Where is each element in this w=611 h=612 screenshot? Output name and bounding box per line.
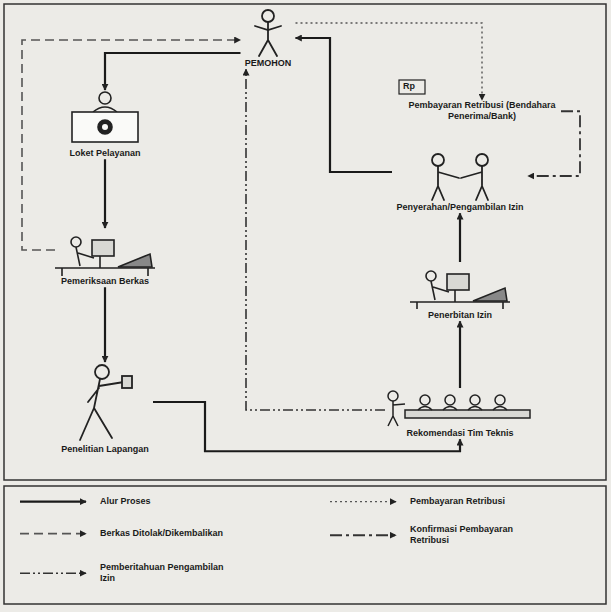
art-circle [99, 92, 111, 104]
process-step: Penerbitan Izin [410, 262, 510, 321]
art-rect [405, 410, 530, 418]
art-rect [399, 80, 425, 94]
penyerahan-figure [432, 154, 488, 200]
art-rect [4, 4, 606, 480]
art-circle [95, 365, 109, 379]
art-circle [98, 120, 112, 134]
tim-teknis-figure [388, 391, 530, 426]
flow-connector [528, 111, 580, 176]
art-circle [426, 271, 436, 281]
penerbitan-figure [410, 271, 510, 309]
pemeriksaan-figure [55, 237, 155, 276]
legend-line-sample [20, 501, 86, 503]
process-step: Penyerahan/Pengambilan Izin [392, 150, 528, 213]
art-path [99, 256, 101, 268]
flow-connector [22, 40, 241, 250]
legend-entry: Pemberitahuan Pengambilan Izin [100, 562, 230, 585]
art-rect [447, 274, 469, 290]
art-circle [262, 10, 274, 22]
legend-line-sample [20, 572, 86, 574]
art-path [454, 290, 456, 302]
step-label: Pembayaran Retribusi (Bendahara Penerima… [403, 100, 561, 123]
process-step: PEMOHON [241, 8, 296, 69]
art-rect [4, 486, 606, 604]
pemohon-figure [255, 10, 281, 56]
art-path [443, 407, 457, 411]
process-step: Pemeriksaan Berkas [55, 228, 155, 287]
art-rect [72, 112, 138, 142]
legend-line-sample [330, 534, 396, 536]
legend-text: Pemberitahuan Pengambilan Izin [100, 562, 230, 585]
flow-connector [105, 53, 241, 90]
art-path [432, 166, 459, 200]
legend-text: Berkas Ditolak/Dikembalikan [100, 528, 223, 539]
legend-entry: Pembayaran Retribusi [410, 496, 505, 507]
flow-connector [296, 38, 393, 172]
art-circle [71, 237, 81, 247]
art-polygon [473, 288, 507, 301]
art-circle [470, 395, 480, 405]
legend-entry: Berkas Ditolak/Dikembalikan [100, 528, 223, 539]
flow-connector [104, 159, 106, 228]
step-label: PEMOHON [241, 58, 296, 69]
art-circle [102, 124, 108, 130]
step-label: Penyerahan/Pengambilan Izin [392, 202, 528, 213]
legend-text: Alur Proses [100, 496, 151, 507]
flow-connector [104, 287, 106, 362]
flow-connector [246, 69, 385, 410]
art-path [410, 302, 510, 309]
legend-text: Pembayaran Retribusi [410, 496, 505, 507]
step-label: Loket Pelayanan [65, 148, 145, 159]
art-circle [495, 395, 505, 405]
legend-text: Konfirmasi Pembayaran Retribusi [410, 524, 540, 547]
art-path [418, 407, 432, 411]
art-path [80, 379, 124, 440]
art-circle [476, 154, 488, 166]
flow-connector [459, 321, 461, 388]
process-step: Loket Pelayanan [65, 90, 145, 159]
art-path [468, 407, 482, 411]
frames [4, 4, 606, 604]
step-label: Rekomendasi Tim Teknis [385, 428, 535, 439]
process-step: Pembayaran Retribusi (Bendahara Penerima… [403, 100, 561, 123]
flow-connector [459, 213, 461, 262]
art-path [55, 268, 155, 276]
penelitian-figure [80, 365, 132, 440]
art-rect [92, 240, 114, 256]
step-label: Penelitian Lapangan [57, 444, 153, 455]
legend-line-sample [330, 501, 396, 502]
art-rect [122, 376, 132, 388]
step-label: Pemeriksaan Berkas [55, 276, 155, 287]
art-path [76, 247, 94, 266]
art-path [431, 281, 449, 300]
step-label: Penerbitan Izin [410, 310, 510, 321]
loket-figure [72, 92, 138, 142]
art-path [461, 166, 488, 200]
rp-box [399, 80, 425, 94]
art-circle [388, 391, 398, 401]
art-circle [432, 154, 444, 166]
art-path [255, 22, 281, 56]
legend-entry: Konfirmasi Pembayaran Retribusi [410, 524, 540, 547]
art-polygon [118, 254, 152, 267]
connectors [22, 23, 580, 451]
legend-entry: Alur Proses [100, 496, 151, 507]
legend-line-sample [20, 533, 86, 535]
art-circle [420, 395, 430, 405]
art-path [388, 401, 405, 426]
process-step: Rekomendasi Tim Teknis [385, 388, 535, 439]
process-step: Penelitian Lapangan [57, 362, 153, 455]
art-circle [445, 395, 455, 405]
art-path [493, 407, 507, 411]
flow-connector [296, 23, 483, 100]
currency-label: Rp [403, 81, 415, 92]
